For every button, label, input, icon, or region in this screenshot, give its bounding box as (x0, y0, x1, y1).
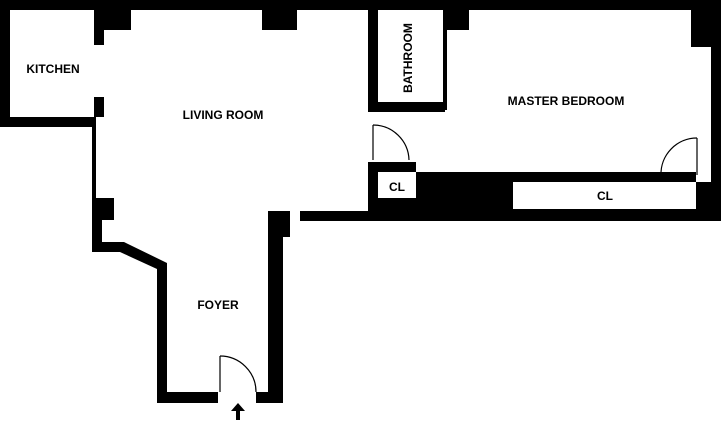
structural-column-lower (472, 172, 513, 221)
bedroom-lower-strip (378, 112, 711, 172)
door-bedroom-to-closet[interactable] (660, 137, 698, 176)
closet-small-floor (378, 172, 416, 198)
label-living-room: LIVING ROOM (183, 108, 264, 122)
column-foyer (268, 211, 290, 237)
kitchen-floor (10, 10, 96, 117)
floor-areas (10, 10, 711, 392)
column-top-bath (443, 10, 469, 30)
living-room-lower-floor (102, 198, 368, 392)
wall-bath-bottom (368, 102, 445, 112)
columns (96, 10, 711, 237)
column-top-living (262, 10, 297, 30)
closet-large-door-gap (696, 172, 711, 182)
column-left-living (102, 198, 114, 220)
wall-living-bath (368, 10, 378, 112)
column-top-bedroom (691, 10, 711, 47)
living-room-floor (96, 10, 368, 198)
doors (218, 124, 698, 403)
bathroom-floor (378, 10, 443, 102)
wall-closet-left (368, 162, 378, 211)
label-foyer: FOYER (197, 298, 239, 312)
room-labels: KITCHEN LIVING ROOM BATHROOM MASTER BEDR… (26, 23, 624, 312)
label-bathroom: BATHROOM (401, 23, 415, 93)
door-living-to-bedroom[interactable] (372, 124, 410, 161)
entrance-arrow-icon (231, 403, 245, 420)
door-entrance[interactable] (218, 355, 257, 403)
column-top-kitchen (96, 10, 131, 30)
label-closet-large: CL (597, 189, 613, 203)
wall-closet-right (696, 182, 711, 211)
wall-closet-top (368, 162, 416, 172)
wall-bath-right (443, 10, 447, 110)
wall-bedroom-closet (513, 172, 663, 182)
label-master-bedroom: MASTER BEDROOM (508, 94, 625, 108)
label-kitchen: KITCHEN (26, 62, 79, 76)
kitchen-living-opening (94, 45, 104, 97)
label-closet-small: CL (389, 180, 405, 194)
closet-large-floor (513, 182, 696, 209)
wall-kitchen-stub (94, 97, 104, 117)
